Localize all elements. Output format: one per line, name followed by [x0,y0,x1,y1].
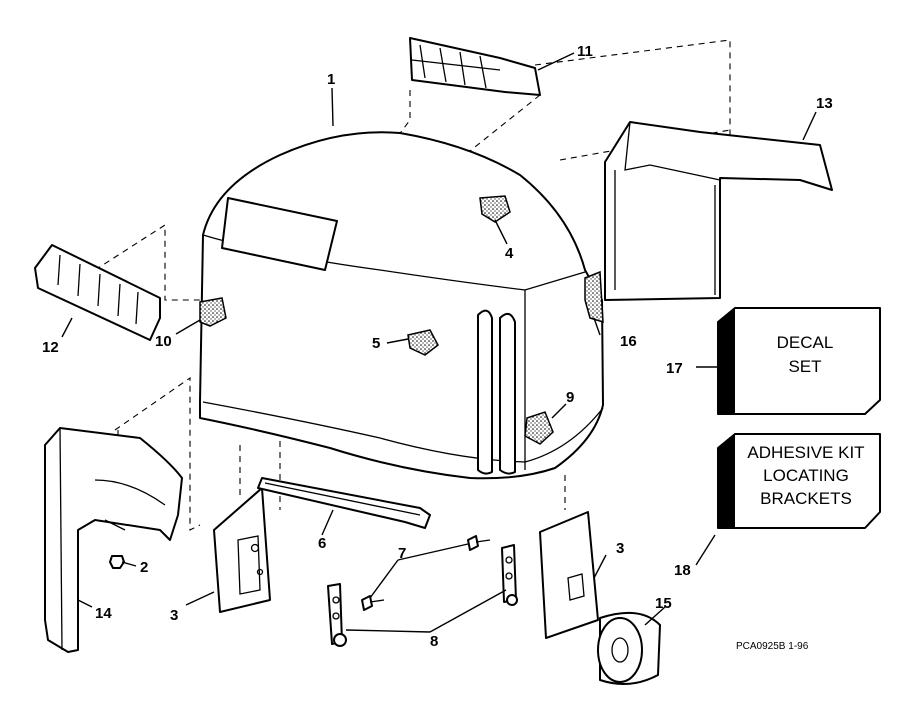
callout-11: 11 [577,43,593,60]
drawing-code: PCA0925B 1-96 [736,641,809,652]
decal-box-line2: SET [788,357,821,376]
decal-set-box: DECAL SET [717,307,881,415]
top-vent-grille [409,37,541,96]
screws [361,535,491,611]
callout-15: 15 [655,595,672,612]
decal-box-line1: DECAL [777,333,834,352]
rear-side-panel [604,121,833,301]
roll [597,611,661,685]
callout-18: 18 [674,562,691,579]
callout-16: 16 [620,333,637,350]
pad-16 [584,270,604,324]
callout-3-right: 3 [616,540,624,557]
callout-10: 10 [155,333,172,350]
adhesive-box-line3: BRACKETS [760,489,852,508]
adhesive-box-line1: ADHESIVE KIT [747,443,864,462]
callout-9: 9 [566,389,574,406]
pad-9 [524,411,554,445]
callout-2: 2 [140,559,148,576]
side-vent-grille [34,244,161,341]
callout-7: 7 [398,545,406,562]
callout-4: 4 [505,245,514,262]
callout-17: 17 [666,360,683,377]
adhesive-kit-box: ADHESIVE KIT LOCATING BRACKETS [717,433,881,529]
callout-1: 1 [327,71,335,88]
pad-10 [199,297,227,327]
nut [109,555,125,569]
rubber-seal-strip [257,477,431,529]
callout-5: 5 [372,335,380,352]
engine-cover [199,131,604,480]
callout-13: 13 [816,95,833,112]
front-lower-panel [44,427,183,653]
locating-bracket-right [501,544,518,606]
bracket-plate-left [213,487,271,613]
callout-12: 12 [42,339,59,356]
locating-bracket-left [327,583,347,647]
callout-6: 6 [318,535,326,552]
callout-14: 14 [95,605,112,622]
pad-5 [407,329,439,356]
leader-lines [61,52,817,633]
callout-8: 8 [430,633,438,650]
pad-4 [479,195,511,223]
callout-3-left: 3 [170,607,178,624]
adhesive-box-line2: LOCATING [763,466,849,485]
bracket-plate-right [539,511,599,639]
